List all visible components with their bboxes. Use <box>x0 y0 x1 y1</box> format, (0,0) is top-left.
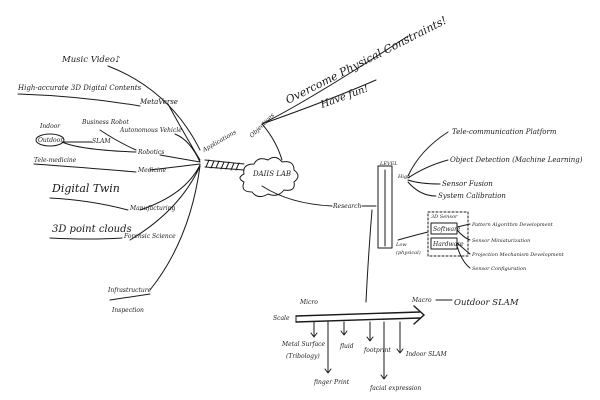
music-video-branch <box>107 65 201 151</box>
scale-indoor-slam: Indoor SLAM <box>405 351 448 358</box>
app-tele-medicine: Tele-medicine <box>34 157 77 164</box>
research-tele-comm: Tele-communication Platform <box>452 128 557 136</box>
app-infrastructure: Infrastructure <box>107 287 152 294</box>
center-label: DAIIS LAB <box>252 170 291 178</box>
digital-twin-link <box>49 197 129 211</box>
app-manufacturing: Manufacturing <box>129 205 176 212</box>
app-point-clouds: 3D point clouds <box>52 224 132 235</box>
software-box <box>430 222 458 235</box>
research-branch <box>261 185 333 207</box>
level-label: LEVEL <box>379 161 398 167</box>
scale-finger: finger Print <box>313 379 350 386</box>
app-hi-accurate: High-accurate 3D Digital Contents <box>17 84 142 92</box>
outdoor-circle <box>35 133 65 147</box>
scale-item-arrows <box>310 321 404 380</box>
medicine-link <box>33 163 137 173</box>
app-business-robot: Business Robot <box>81 119 129 126</box>
app-outdoor: Outdoor <box>38 137 64 144</box>
scale-micro: Micro <box>299 299 318 306</box>
research-object-detection: Object Detection (Machine Learning) <box>450 156 583 164</box>
scale-footprint: footprint <box>363 347 391 354</box>
robotics-links <box>61 129 137 153</box>
scale-macro: Macro <box>411 297 432 304</box>
app-slam: SLAM <box>92 138 111 145</box>
sw-links <box>456 223 471 241</box>
sensor-box <box>427 211 469 257</box>
objectives-branch <box>261 35 409 161</box>
box-3d-sensor: 3D Sensor <box>431 214 458 220</box>
scale-outdoor-slam: Outdoor SLAM <box>454 298 519 308</box>
hw-projection: Projection Mechanism Development <box>471 252 565 258</box>
music-video-text: Music Video♪ <box>61 55 120 65</box>
scale-facial: facial expression <box>369 385 421 392</box>
research-calibration: System Calibration <box>438 192 506 200</box>
sw-pattern: Pattern Algorithm Development <box>471 222 554 228</box>
hw-links <box>456 242 471 269</box>
scale-label: Scale <box>273 315 290 322</box>
app-inspection: Inspection <box>111 307 144 314</box>
metaverse-link <box>17 93 141 107</box>
box-hardware: Hardware <box>432 241 464 248</box>
point-clouds-link <box>49 237 123 240</box>
scale-arrow <box>295 305 426 325</box>
app-medicine: Medicine <box>137 167 167 174</box>
high-items-links <box>407 131 449 197</box>
inspection-link <box>109 293 151 301</box>
scale-tribology: (Tribology) <box>286 353 320 360</box>
research-to-scale <box>365 209 373 303</box>
app-robotics: Robotics <box>137 149 164 156</box>
applications-label: Applications <box>201 129 238 154</box>
level-high: High <box>397 174 410 180</box>
app-forensic: Forensic Science <box>123 233 176 240</box>
center-cloud <box>239 156 299 198</box>
research-label: Research <box>332 203 362 210</box>
hw-configuration: Sensor Configuration <box>472 266 526 272</box>
objectives-label: Objectives <box>248 112 275 139</box>
app-indoor: Indoor <box>39 123 61 130</box>
level-low: Low <box>395 242 407 248</box>
research-sensor-fusion: Sensor Fusion <box>442 180 493 188</box>
applications-hub-lines <box>129 103 201 291</box>
scale-fluid: fluid <box>339 343 354 350</box>
level-physical: (physical) <box>396 249 421 256</box>
app-digital-twin: Digital Twin <box>51 182 120 195</box>
level-bar <box>377 165 393 249</box>
app-autonomous: Autonomous Vehicle <box>119 127 182 134</box>
applications-connector-hatch <box>205 159 240 171</box>
box-software: Software <box>433 226 461 233</box>
app-metaverse: MetaVerse <box>139 98 178 106</box>
level-to-box <box>397 231 429 241</box>
sw-miniaturization: Sensor Miniaturization <box>472 238 530 244</box>
scale-metal: Metal Surface <box>281 341 326 348</box>
